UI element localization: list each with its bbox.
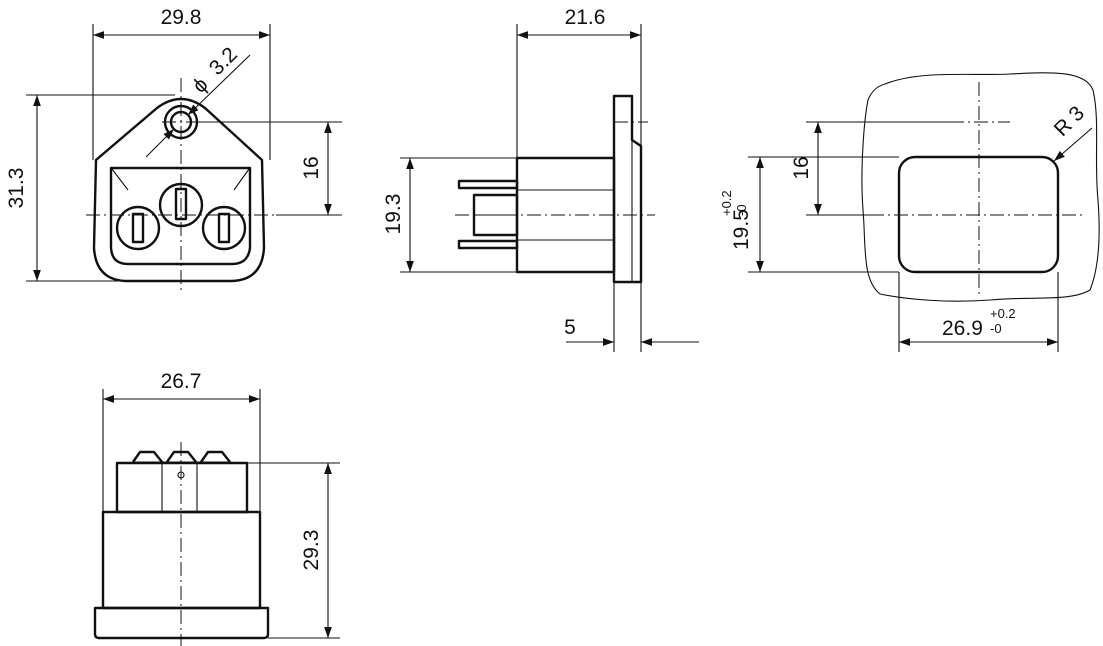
hole-diameter-label: 3.2 [205, 43, 242, 80]
bottom-terminal-right [200, 450, 231, 463]
bottom-height-label: 29.3 [300, 530, 323, 571]
side-view-terminal-top [457, 179, 519, 190]
cutout-width-label: 26.9 [942, 317, 983, 340]
cutout-offset-label: 16 [790, 156, 813, 179]
cutout-height-tolerance-plus: +0.2 [719, 190, 734, 216]
bottom-view-flange [93, 606, 270, 640]
front-view-socket-bevel [111, 168, 250, 191]
cutout-width-tolerance-plus: +0.2 [990, 306, 1016, 321]
contact-earth-pin [174, 187, 188, 221]
radius-leader [1053, 127, 1093, 162]
contact-left-pin [131, 212, 145, 244]
bottom-width-label: 26.7 [161, 370, 202, 393]
bottom-view-upper-block [115, 461, 249, 514]
front-offset-label: 16 [300, 156, 323, 179]
front-height-label: 31.3 [5, 168, 28, 209]
front-view-body-outline [92, 97, 266, 283]
side-height-label: 19.3 [382, 194, 405, 235]
front-width-label: 29.8 [161, 6, 202, 29]
panel-outline [861, 72, 1100, 302]
contact-right-pin [217, 212, 231, 244]
hole-diameter-leader [145, 128, 175, 158]
cutout-view: R 3 16 19.5 +0.2 -0 26.9 +0.2 -0 [719, 72, 1100, 352]
panel-thickness-label: 5 [564, 316, 576, 339]
side-view-flange [612, 94, 643, 284]
front-view-socket-face [109, 166, 252, 266]
side-depth-label: 21.6 [565, 6, 606, 29]
bottom-terminal-left [132, 450, 163, 463]
front-view: 29.8 31.3 ϕ 3.2 16 [5, 6, 342, 290]
cutout-height-tolerance-minus: -0 [734, 204, 749, 216]
cutout-width-tolerance-minus: -0 [990, 321, 1002, 336]
contact-right [201, 205, 247, 251]
side-view-terminal-bottom [457, 239, 519, 250]
side-view: 21.6 19.3 5 [382, 6, 699, 352]
cutout-height-label: 19.5 [730, 209, 753, 250]
contact-left [115, 205, 161, 251]
bottom-view: 26.7 29.3 [93, 370, 340, 646]
